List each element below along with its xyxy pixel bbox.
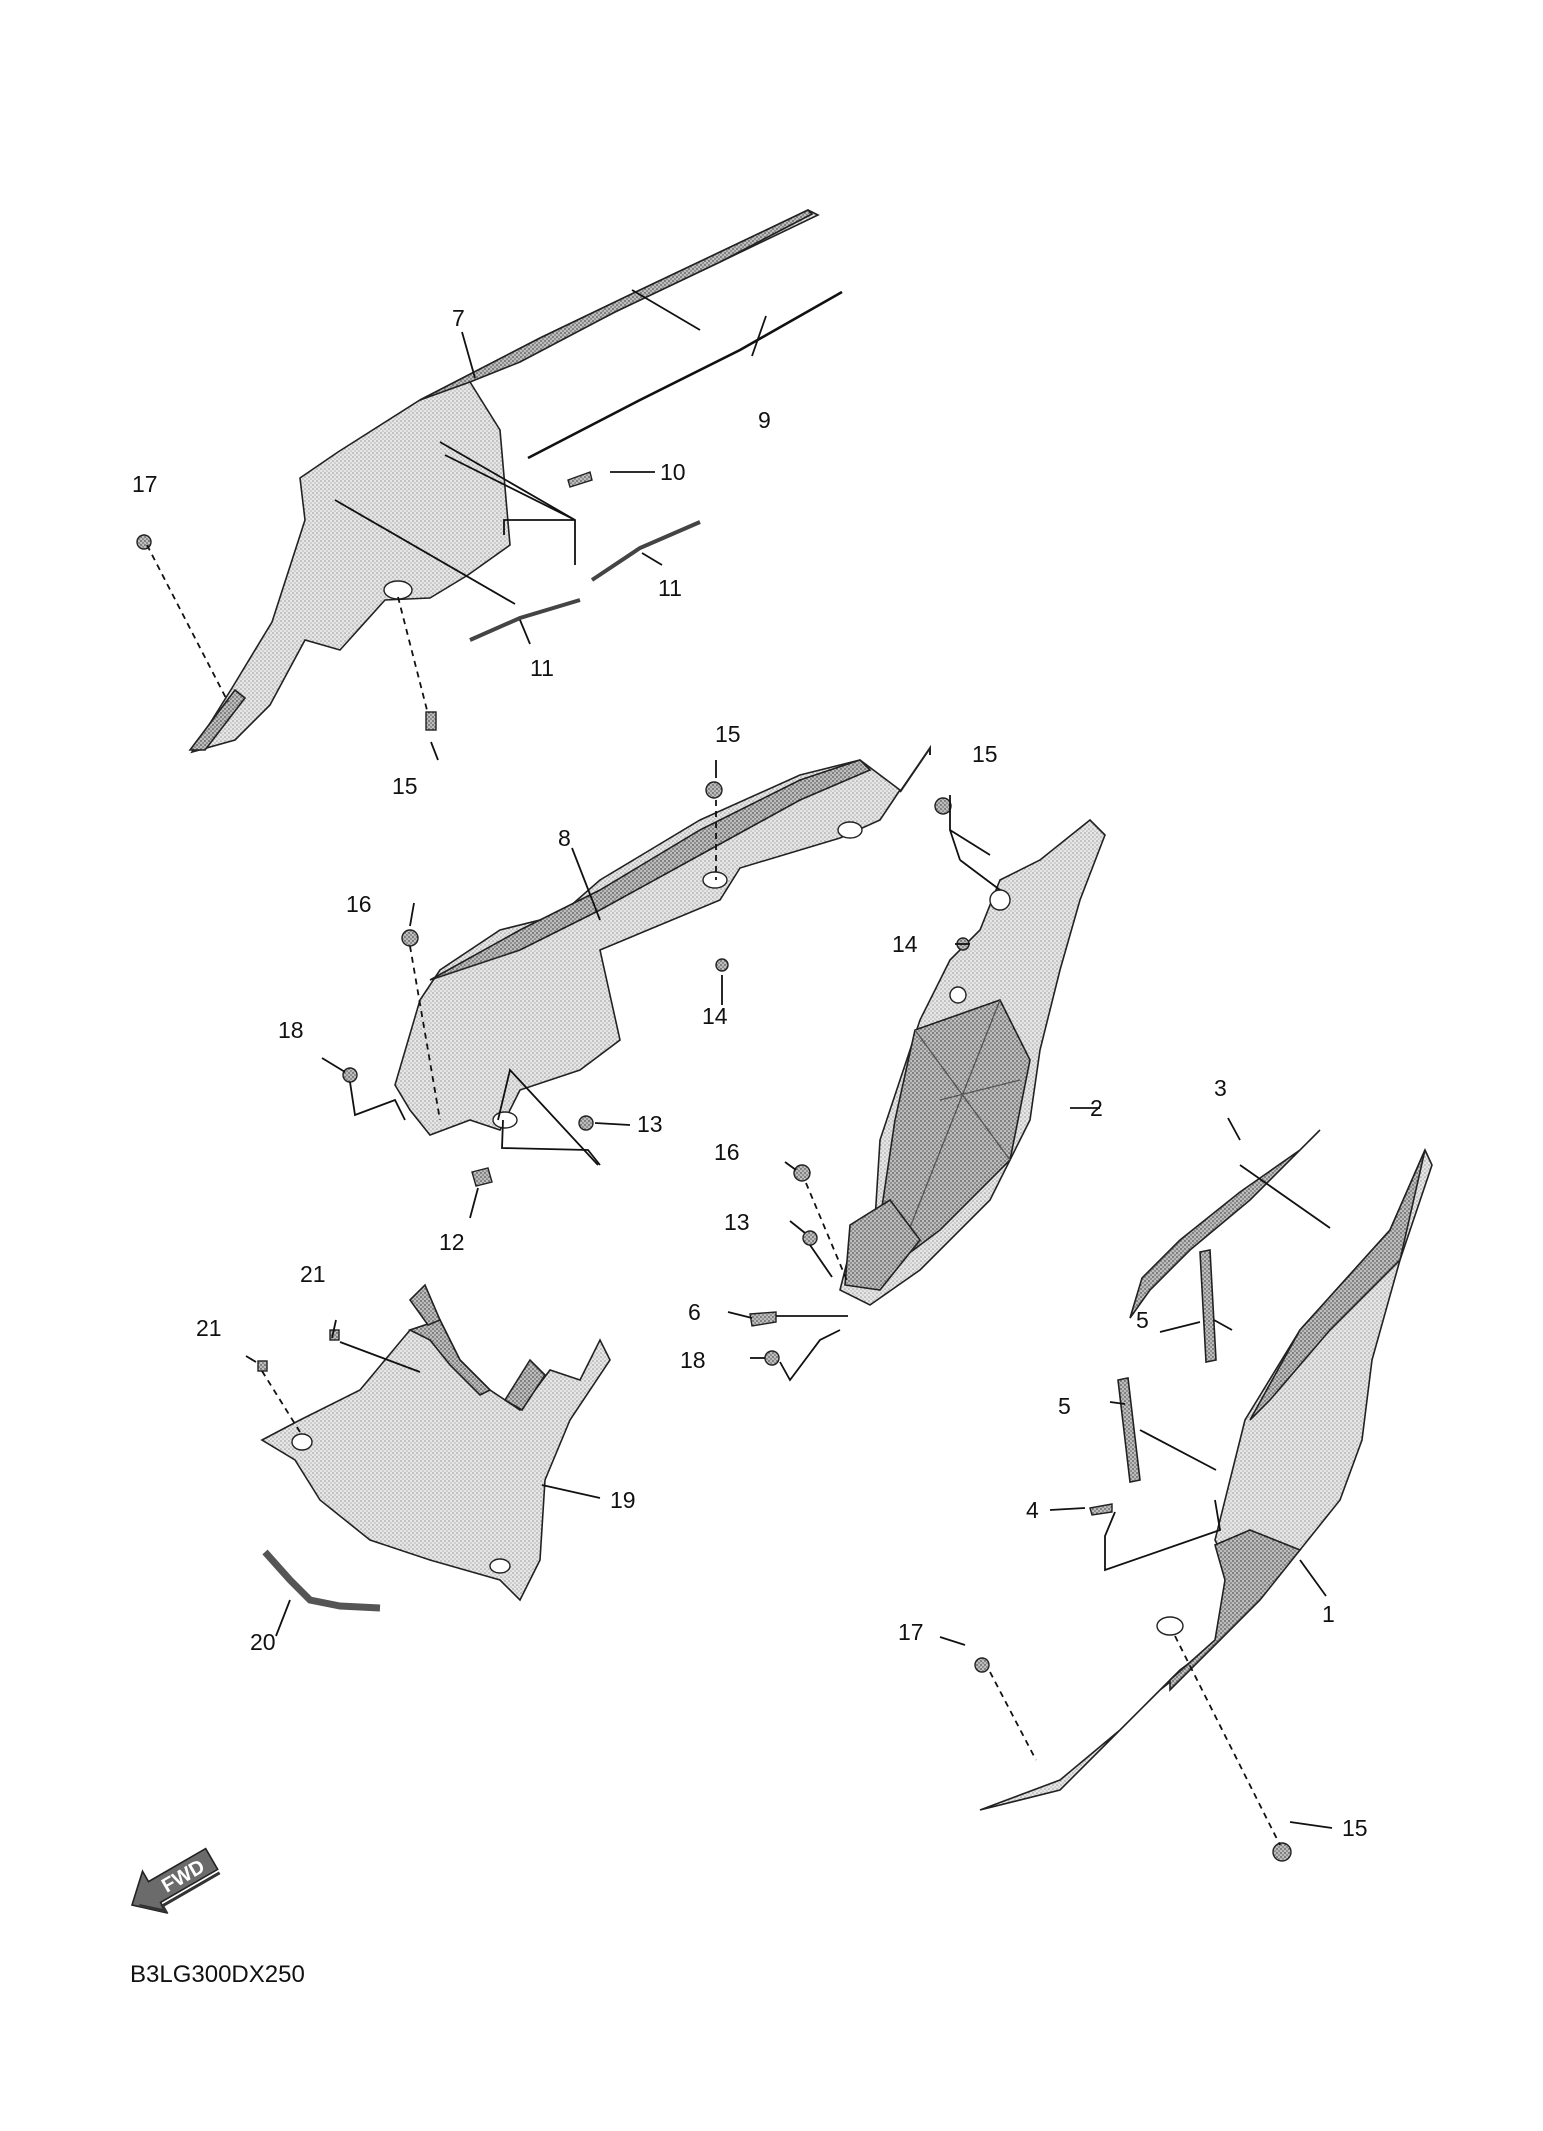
callout-18-a: 18	[278, 1017, 304, 1043]
part-15-screw-mid-a	[705, 781, 723, 799]
callout-5-upper: 5	[1136, 1307, 1149, 1333]
part-10-clip	[567, 471, 593, 488]
callout-16-b: 16	[714, 1139, 740, 1165]
part-18-screw-a	[342, 1067, 358, 1083]
callout-16-a: 16	[346, 891, 372, 917]
callout-14-b: 14	[892, 931, 918, 957]
part-15-screw-upper	[425, 711, 437, 731]
callout-18-b: 18	[680, 1347, 706, 1373]
part-4-clip	[1089, 1503, 1113, 1516]
callout-7: 7	[452, 305, 465, 331]
part-19-lower-cover	[260, 1283, 611, 1602]
part-7-upper-cowling	[188, 209, 820, 754]
part-21-screw-a	[329, 1329, 340, 1341]
part-3-trim-strip	[1129, 1129, 1321, 1319]
callout-10: 10	[660, 459, 686, 485]
part-1-lower-fairing	[979, 1148, 1433, 1811]
callout-13-a: 13	[637, 1111, 663, 1137]
part-14-nut-a	[715, 958, 729, 972]
part-6-clip	[749, 1311, 777, 1327]
part-11-seal-lower	[469, 598, 581, 642]
callout-21-a: 21	[300, 1261, 326, 1287]
callout-15-mid-b: 15	[972, 741, 998, 767]
part-16-bolt-b	[793, 1164, 811, 1182]
callout-15-mid-a: 15	[715, 721, 741, 747]
part-13-nut-b	[802, 1230, 818, 1246]
part-5-pad-lower	[1117, 1377, 1141, 1483]
callout-2: 2	[1090, 1095, 1103, 1121]
callout-13-b: 13	[724, 1209, 750, 1235]
callout-4: 4	[1026, 1497, 1039, 1523]
callout-15-lower: 15	[1342, 1815, 1368, 1841]
part-9-trim-strip	[527, 290, 843, 460]
diagram-code: B3LG300DX250	[130, 1961, 305, 1988]
callout-17-upper: 17	[132, 471, 158, 497]
callout-3: 3	[1214, 1075, 1227, 1101]
part-15-screw-mid-b	[934, 797, 952, 815]
part-20-seal-strip	[262, 1549, 381, 1612]
part-12-clip	[471, 1167, 493, 1187]
part-21-screw-b	[257, 1360, 268, 1372]
callout-15-upper: 15	[392, 773, 418, 799]
callout-12: 12	[439, 1229, 465, 1255]
callout-20: 20	[250, 1629, 276, 1655]
part-15-screw-lower	[1272, 1842, 1292, 1862]
callout-17-lower: 17	[898, 1619, 924, 1645]
callout-labels: 7 9 10 17 11 11 15 15 15 8 16 14 14 18 1…	[132, 305, 1368, 1841]
callout-11-lower: 11	[530, 655, 554, 681]
callout-14-a: 14	[702, 1003, 728, 1029]
callout-9: 9	[758, 407, 771, 433]
part-2-inner-fairing	[839, 818, 1106, 1306]
fwd-arrow-icon: FWD	[130, 1847, 221, 1914]
callout-8: 8	[558, 825, 571, 851]
callout-1: 1	[1322, 1601, 1335, 1627]
part-13-nut-a	[578, 1115, 594, 1131]
leader-lines	[146, 289, 1333, 1846]
callout-6: 6	[688, 1299, 701, 1325]
part-11-seal-upper	[590, 520, 701, 582]
callout-21-b: 21	[196, 1315, 222, 1341]
part-17-bolt-lower	[974, 1657, 990, 1673]
callout-11-upper: 11	[658, 575, 682, 601]
part-5-pad-upper	[1199, 1249, 1217, 1363]
callout-19: 19	[610, 1487, 636, 1513]
part-8-inner-panel	[394, 744, 931, 1136]
part-18-screw-b	[764, 1350, 780, 1366]
part-16-bolt-a	[401, 929, 419, 947]
callout-5-lower: 5	[1058, 1393, 1071, 1419]
